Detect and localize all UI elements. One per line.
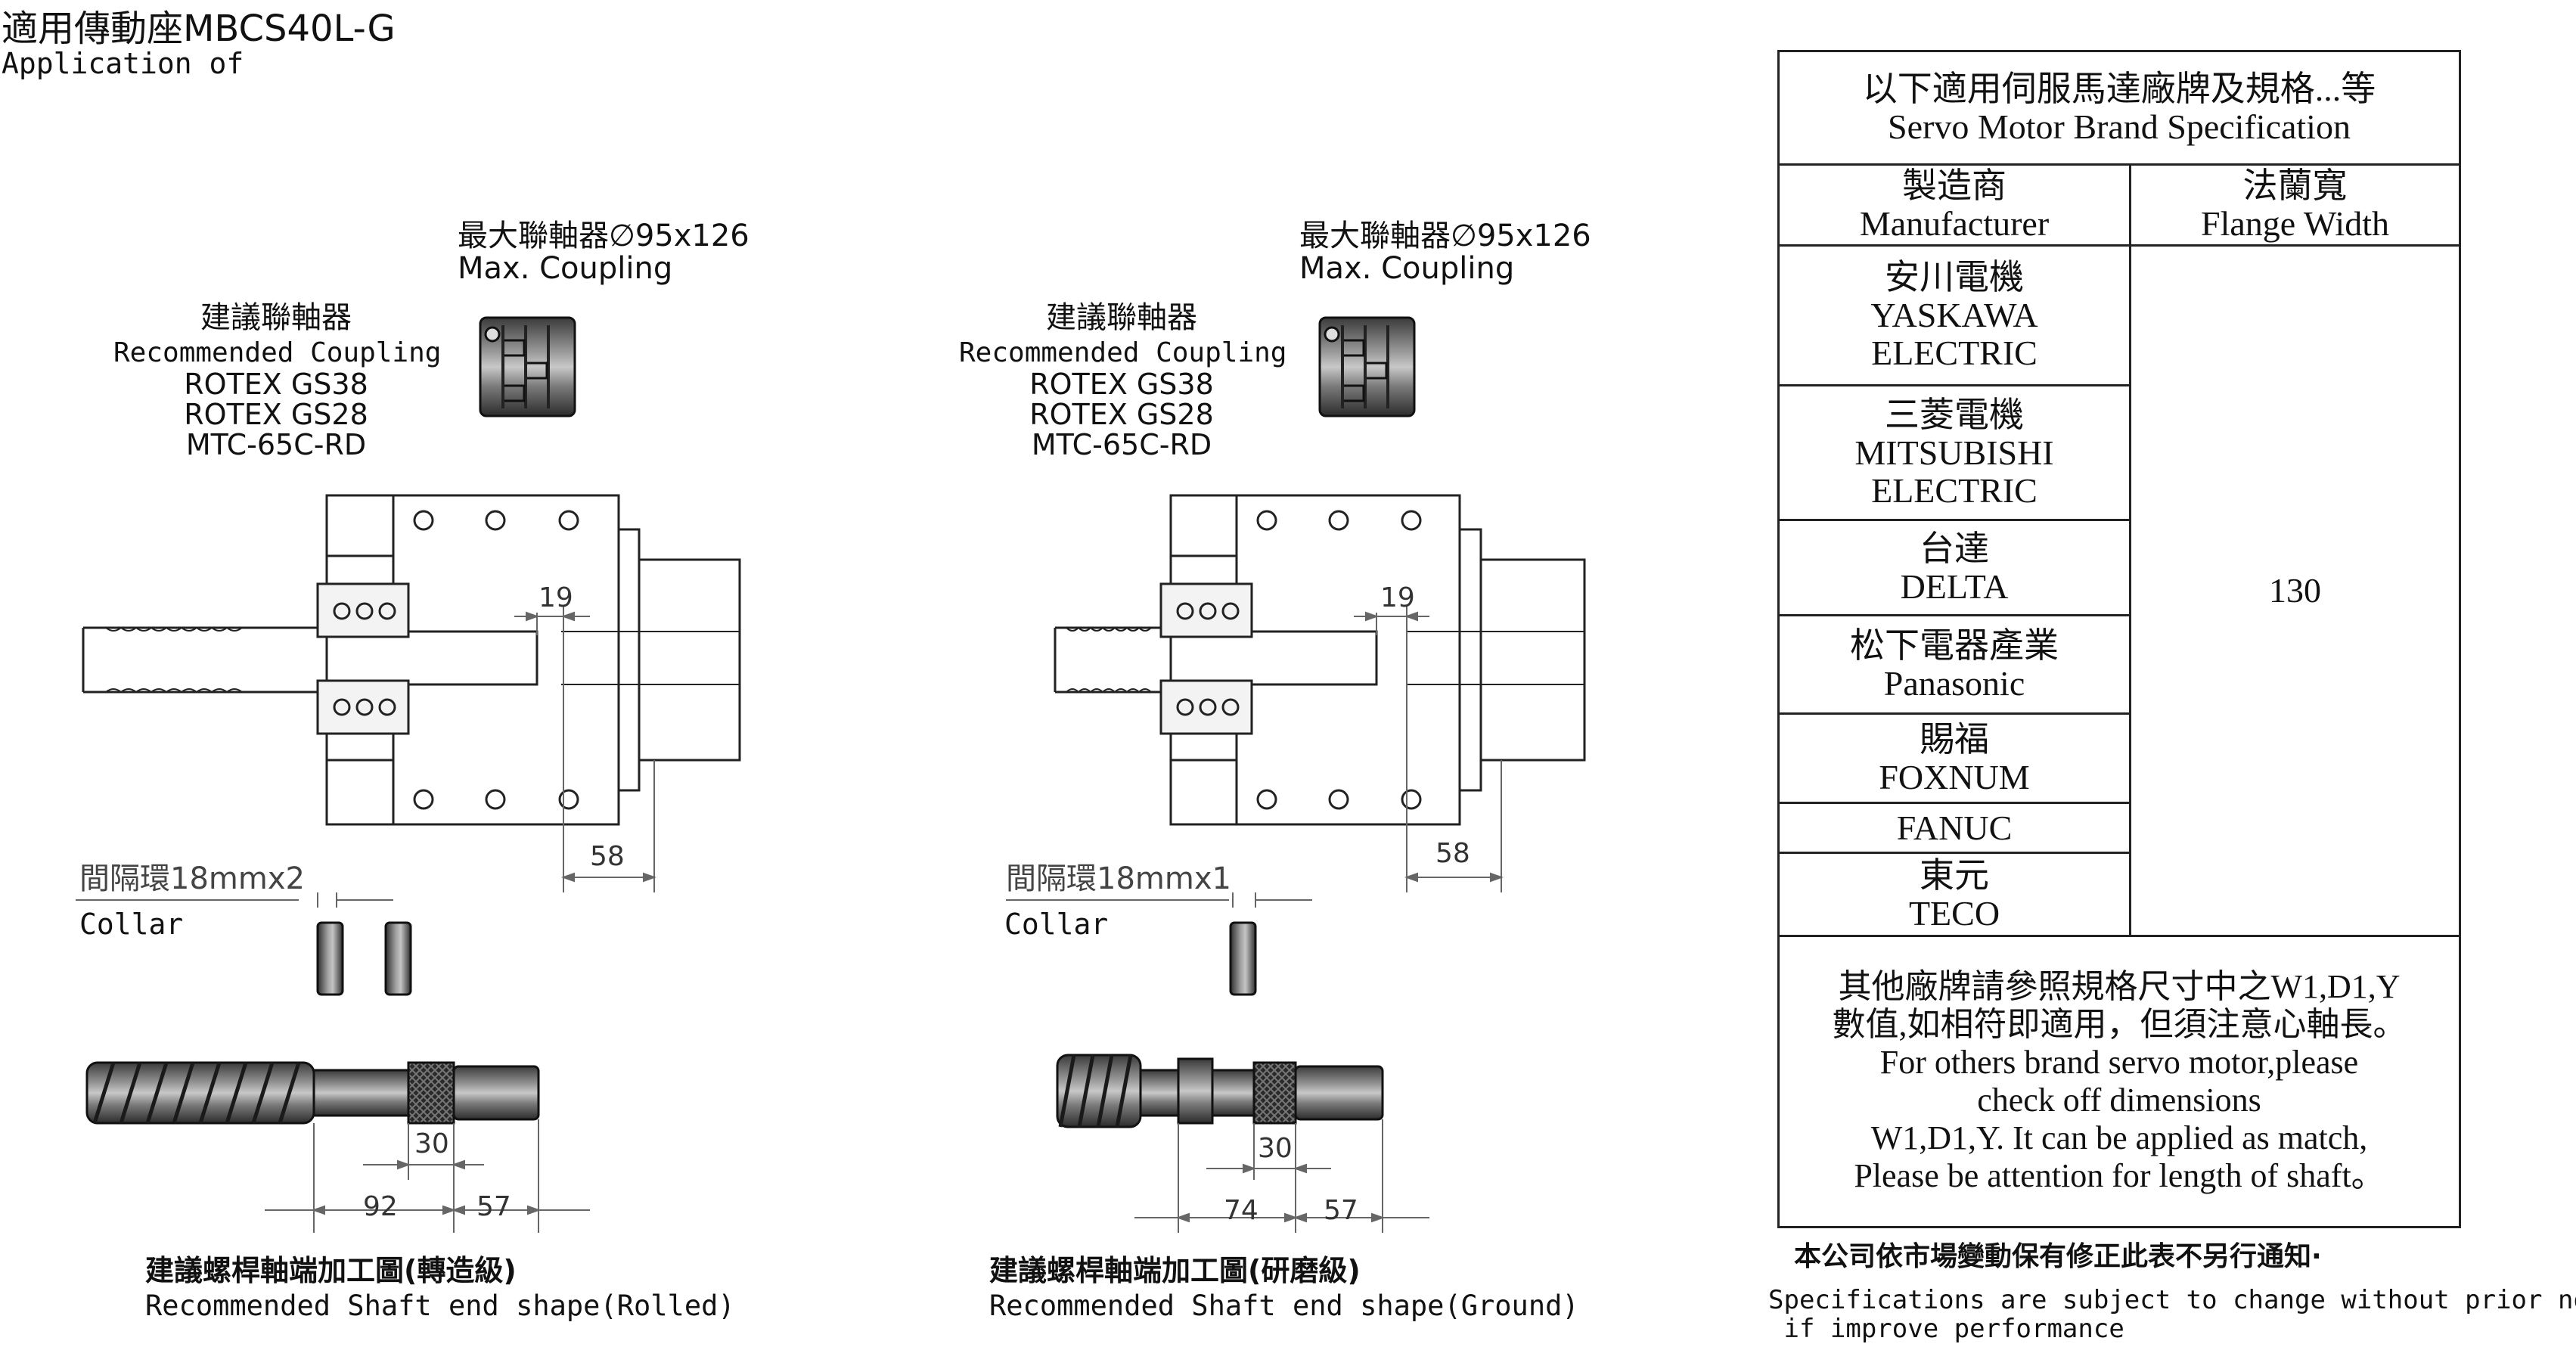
note-en-4: Please be attention for length of shaft。 <box>1854 1157 2385 1194</box>
col1-en: Manufacturer <box>1859 204 2050 243</box>
left-coupling <box>479 316 576 417</box>
note-zh-2: 數值,如相符即適用，但須注意心軸長。 <box>1832 1006 2407 1043</box>
brand-en: ELECTRIC <box>1871 334 2038 372</box>
left-rec-item-2: ROTEX GS28 <box>184 398 368 431</box>
left-dim-92: 92 <box>363 1191 398 1222</box>
flange-value: 130 <box>2269 571 2321 610</box>
left-rec-item-1: ROTEX GS38 <box>184 368 368 401</box>
middle-dim-30: 30 <box>1258 1133 1293 1164</box>
note-en-1: For others brand servo motor,please <box>1879 1044 2359 1081</box>
middle-dim-19: 19 <box>1380 582 1415 613</box>
middle-rec-zh: 建議聯軸器 <box>1046 300 1197 335</box>
left-collars <box>76 892 412 996</box>
middle-shaft-zh: 建議螺桿軸端加工圖(研磨級) <box>989 1254 1361 1287</box>
middle-dim-74: 74 <box>1224 1195 1259 1226</box>
table-header-flange: 法蘭寬 Flange Width <box>2129 163 2461 247</box>
middle-max-coupling-zh: 最大聯軸器∅95x126 <box>1299 219 1591 253</box>
middle-dim-58: 58 <box>1435 838 1470 869</box>
brand-zh: 賜福 <box>1920 719 1989 759</box>
col1-zh: 製造商 <box>1902 166 2006 205</box>
notice-zh: 本公司依市場變動保有修正此表不另行通知· <box>1794 1241 2322 1272</box>
left-dim-57: 57 <box>476 1191 511 1222</box>
left-collar-en: Collar <box>79 908 184 941</box>
table-row: 三菱電機 MITSUBISHI ELECTRIC <box>1777 384 2131 521</box>
col2-zh: 法蘭寬 <box>2242 166 2348 205</box>
left-shaft-zh: 建議螺桿軸端加工圖(轉造級) <box>145 1254 517 1287</box>
brand-zh: 東元 <box>1920 855 1989 895</box>
note-zh-1: 其他廠牌請參照規格尺寸中之W1,D1,Y <box>1838 968 2401 1005</box>
brand-en: DELTA <box>1900 566 2009 606</box>
page-title: 適用傳動座MBCS40L-G <box>2 8 396 50</box>
middle-rec-item-2: ROTEX GS28 <box>1029 398 1214 431</box>
middle-shaft-end <box>1056 1054 1384 1128</box>
table-row: 東元 TECO <box>1777 852 2131 937</box>
middle-collar-zh: 間隔環18mmx1 <box>1006 861 1231 896</box>
left-drawing <box>76 316 741 1233</box>
left-dim-30: 30 <box>414 1128 449 1159</box>
middle-drawing <box>1006 316 1586 1233</box>
left-rec-en: Recommended Coupling <box>113 337 442 368</box>
brand-en: ELECTRIC <box>1871 470 2038 510</box>
brand-en: MITSUBISHI <box>1854 433 2054 472</box>
brand-zh: 松下電器產業 <box>1850 625 2059 665</box>
notice-en: Specifications are subject to change wit… <box>1768 1286 2576 1343</box>
technical-drawing <box>76 316 1586 1233</box>
brand-zh: 台達 <box>1920 529 1989 568</box>
middle-rec-en: Recommended Coupling <box>959 337 1287 368</box>
left-max-coupling-en: Max. Coupling <box>458 251 673 286</box>
table-row: 安川電機 YASKAWA ELECTRIC <box>1777 244 2131 386</box>
note-en-3: W1,D1,Y. It can be applied as match, <box>1870 1119 2368 1156</box>
table-row: 賜福 FOXNUM <box>1777 712 2131 804</box>
left-dim-58: 58 <box>590 841 625 872</box>
left-max-coupling-zh: 最大聯軸器∅95x126 <box>458 219 750 253</box>
middle-max-coupling-en: Max. Coupling <box>1299 251 1515 286</box>
left-dim-19: 19 <box>538 582 573 613</box>
note-en-2: check off dimensions <box>1977 1082 2261 1119</box>
left-shaft-end <box>85 1061 540 1125</box>
table-note-cell: 其他廠牌請參照規格尺寸中之W1,D1,Y 數值,如相符即適用，但須注意心軸長。 … <box>1777 935 2461 1228</box>
middle-rec-item-3: MTC-65C-RD <box>1031 428 1212 461</box>
notice-en-line-1: Specifications are subject to change wit… <box>1768 1285 2576 1315</box>
flange-value-cell: 130 <box>2129 244 2461 937</box>
middle-collar <box>1006 892 1312 996</box>
brand-en: FANUC <box>1896 808 2013 847</box>
table-title-en: Servo Motor Brand Specification <box>1888 107 2351 146</box>
left-rec-item-3: MTC-65C-RD <box>185 428 367 461</box>
table-row: 松下電器產業 Panasonic <box>1777 614 2131 715</box>
middle-collar-en: Collar <box>1004 908 1109 941</box>
table-row: FANUC <box>1777 802 2131 854</box>
table-header-manufacturer: 製造商 Manufacturer <box>1777 163 2131 247</box>
notice-en-line-2: if improve performance <box>1768 1314 2124 1344</box>
col2-en: Flange Width <box>2200 204 2389 243</box>
middle-coupling <box>1318 316 1416 417</box>
table-title-zh: 以下適用伺服馬達廠牌及規格...等 <box>1862 69 2376 108</box>
page-subtitle: Application of <box>2 47 244 80</box>
left-collar-zh: 間隔環18mmx2 <box>79 861 305 896</box>
brand-zh: 三菱電機 <box>1885 395 2024 434</box>
brand-en: TECO <box>1908 893 2000 933</box>
middle-dim-57: 57 <box>1324 1195 1358 1226</box>
middle-shaft-en: Recommended Shaft end shape(Ground) <box>989 1290 1579 1322</box>
left-rec-zh: 建議聯軸器 <box>200 300 352 335</box>
brand-en: Panasonic <box>1883 663 2025 703</box>
brand-zh: 安川電機 <box>1885 258 2024 296</box>
middle-rec-item-1: ROTEX GS38 <box>1029 368 1214 401</box>
left-shaft-en: Recommended Shaft end shape(Rolled) <box>145 1290 735 1322</box>
table-row: 台達 DELTA <box>1777 519 2131 616</box>
table-title-cell: 以下適用伺服馬達廠牌及規格...等 Servo Motor Brand Spec… <box>1777 50 2461 166</box>
brand-en: FOXNUM <box>1879 757 2030 796</box>
brand-en: YASKAWA <box>1870 296 2038 334</box>
servo-spec-table: 以下適用伺服馬達廠牌及規格...等 Servo Motor Brand Spec… <box>1777 50 2461 1228</box>
